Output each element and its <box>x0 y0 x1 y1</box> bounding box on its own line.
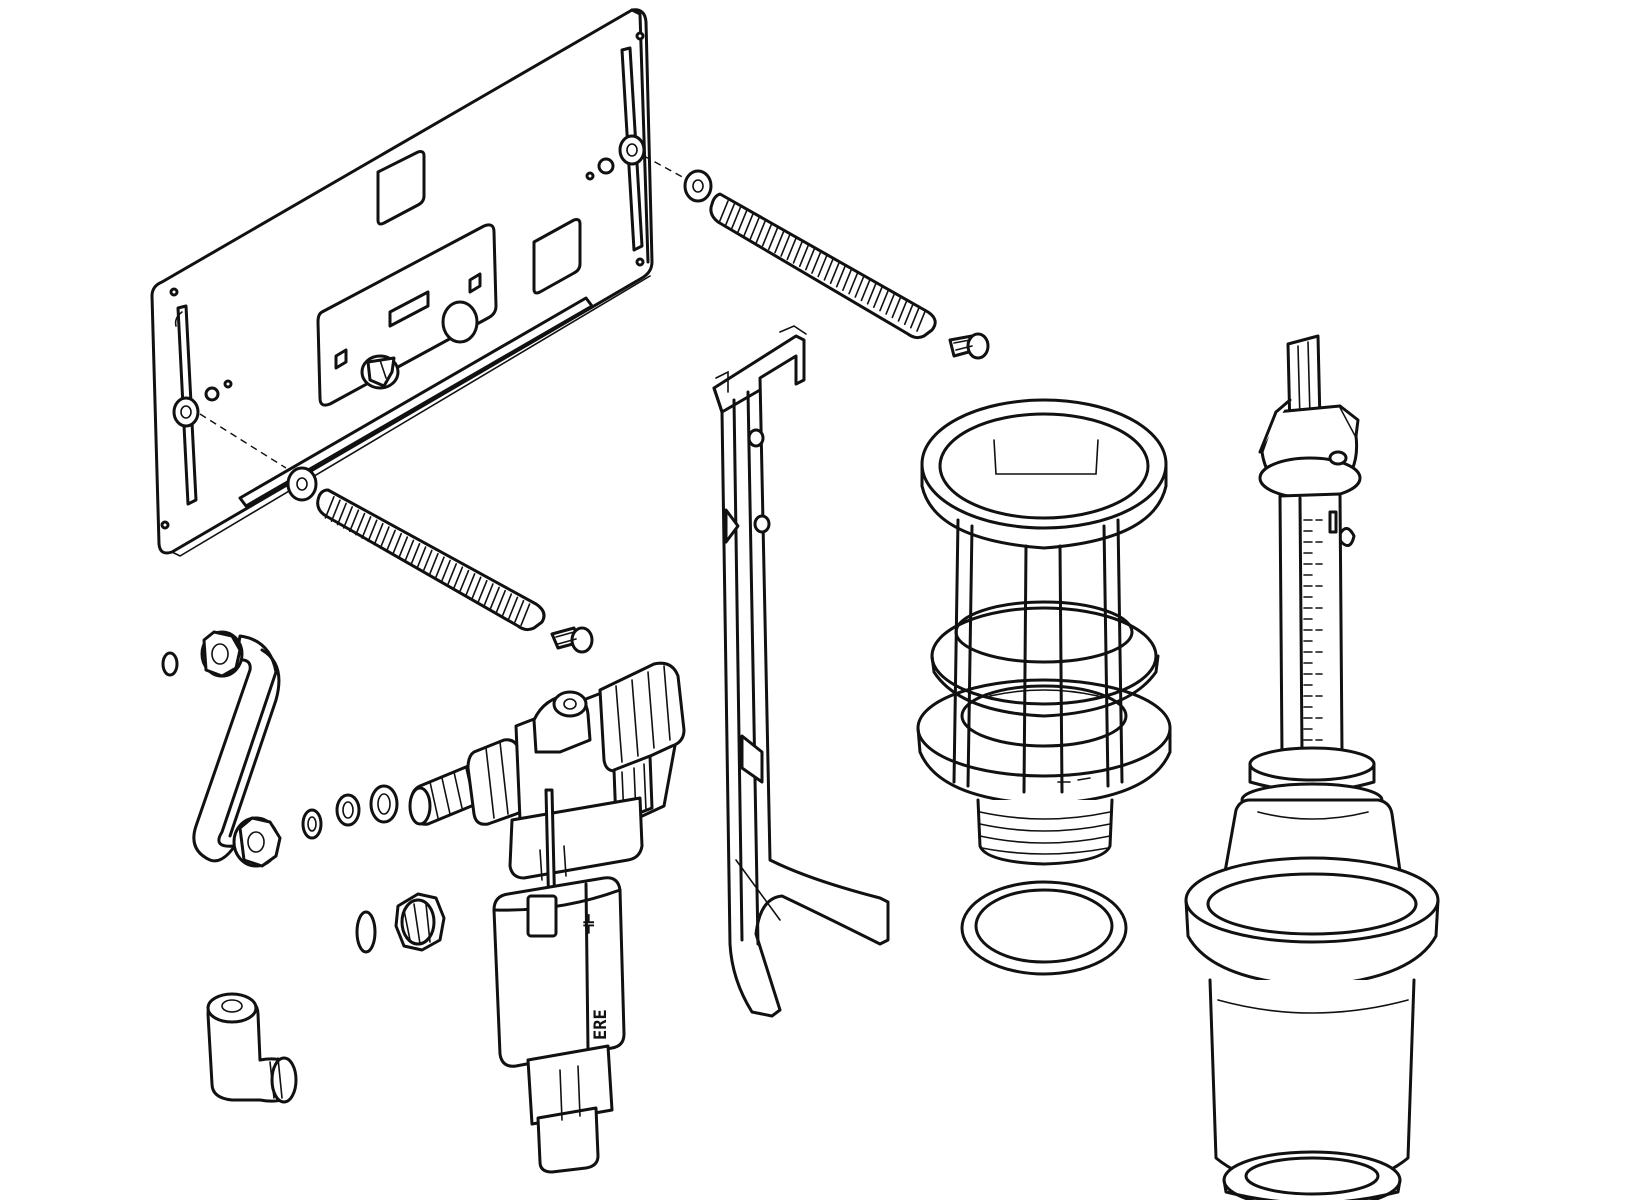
gasket-ring <box>960 880 1128 976</box>
mounting-plate <box>150 8 654 557</box>
fill-valve: ERE ⊣⊢ <box>408 661 686 1174</box>
upper-screw <box>948 332 990 360</box>
valve-scale-mark: ⊣⊢ <box>579 914 599 934</box>
lower-threaded-rod <box>199 413 594 654</box>
connection-pipe <box>161 630 282 868</box>
valve-brand-label: ERE <box>591 1009 611 1040</box>
overflow-bracket <box>712 325 890 1018</box>
cage-strainer <box>916 398 1172 866</box>
lower-screw <box>550 626 594 654</box>
compression-nut <box>355 892 446 954</box>
seal-rings <box>301 784 399 840</box>
upper-threaded-rod <box>643 155 990 360</box>
elbow-fitting <box>206 992 298 1104</box>
flush-valve <box>1184 334 1440 1200</box>
